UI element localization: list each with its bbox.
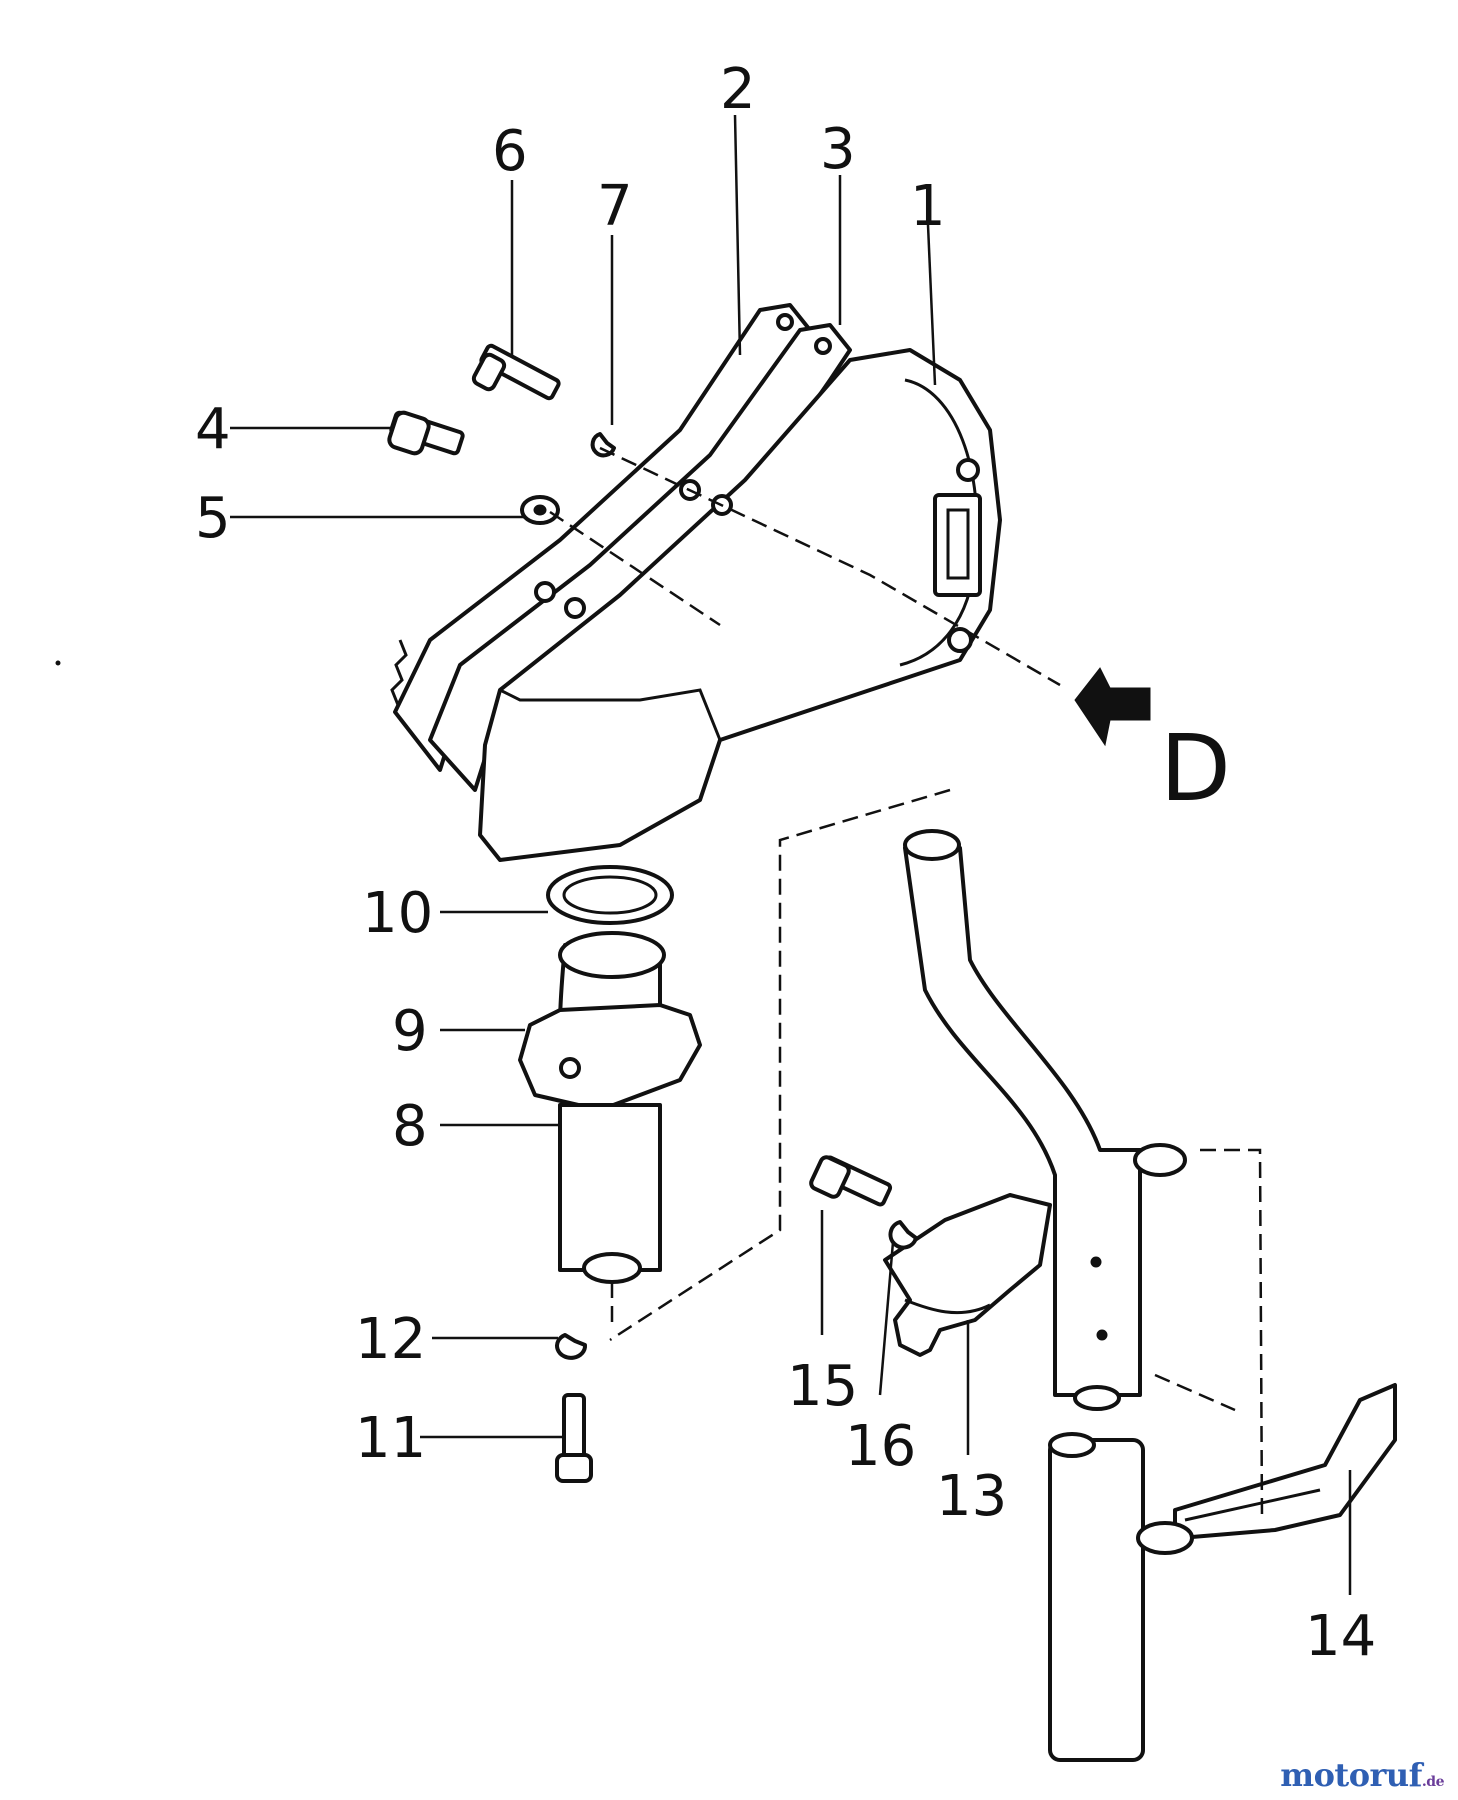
callout-1: 1 — [910, 174, 946, 239]
view-label-d: D — [1160, 715, 1231, 822]
callout-10: 10 — [362, 881, 433, 946]
callout-16: 16 — [845, 1414, 916, 1479]
flange-tube-8-9 — [518, 931, 702, 1284]
callout-15: 15 — [787, 1354, 858, 1419]
ring-10 — [546, 865, 674, 925]
bolt-11 — [555, 1393, 593, 1483]
shaft-13-lower — [1048, 1432, 1145, 1762]
bracket-14 — [1133, 1143, 1397, 1555]
callout-14: 14 — [1305, 1604, 1376, 1669]
callout-2: 2 — [720, 57, 756, 122]
view-arrow-icon — [1074, 667, 1151, 747]
bolt-6 — [471, 343, 561, 401]
callout-13: 13 — [936, 1464, 1007, 1529]
watermark-name: motoruf — [1280, 1756, 1422, 1794]
callout-6: 6 — [492, 119, 528, 184]
callout-11: 11 — [355, 1406, 426, 1471]
callout-7: 7 — [597, 174, 633, 239]
clip-7 — [590, 432, 616, 458]
callout-4: 4 — [195, 397, 231, 462]
clip-12 — [555, 1333, 588, 1360]
callout-12: 12 — [355, 1307, 426, 1372]
callout-8: 8 — [392, 1094, 428, 1159]
clip-16 — [888, 1220, 918, 1250]
callout-9: 9 — [392, 999, 428, 1064]
cover-housing — [390, 303, 1002, 862]
callout-5: 5 — [195, 486, 231, 551]
callout-3: 3 — [820, 117, 856, 182]
watermark-logo: motoruf.de — [1280, 1756, 1444, 1794]
screw-4 — [387, 410, 465, 456]
bolt-15 — [809, 1155, 893, 1207]
shaft-13 — [903, 829, 1142, 1411]
watermark-suffix: .de — [1421, 1774, 1445, 1790]
bracket-13 — [883, 1193, 1052, 1357]
